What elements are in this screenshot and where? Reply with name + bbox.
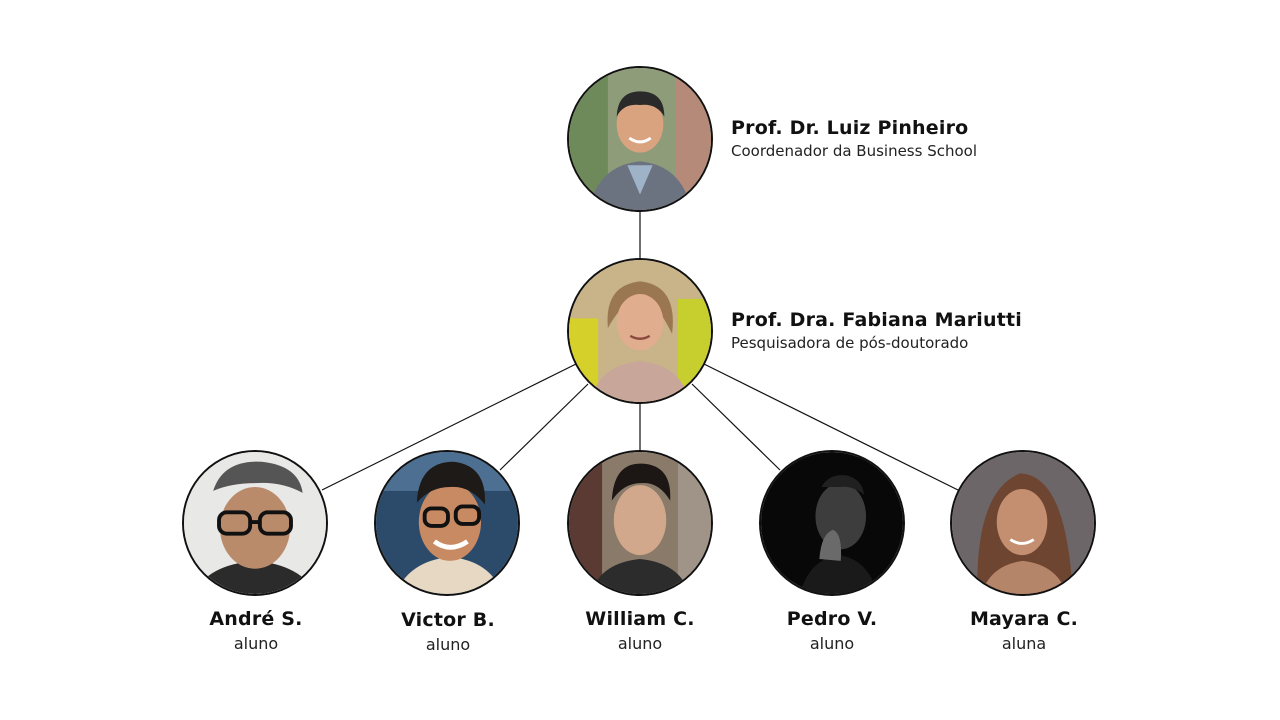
student-info-andre: André S. aluno <box>176 608 336 653</box>
coordinator-photo <box>567 66 713 212</box>
researcher-name: Prof. Dra. Fabiana Mariutti <box>731 309 1023 331</box>
student-photo-andre <box>182 450 328 596</box>
student-info-pedro: Pedro V. aluno <box>752 608 912 653</box>
student-name-andre: André S. <box>209 608 303 630</box>
student-name-pedro: Pedro V. <box>786 608 878 630</box>
connector-researcher-pedro <box>691 383 781 471</box>
researcher-photo <box>567 258 713 404</box>
student-photo-mayara <box>950 450 1096 596</box>
student-photo-william <box>567 450 713 596</box>
student-name-mayara: Mayara C. <box>969 608 1079 630</box>
student-role-pedro: aluno <box>809 634 855 653</box>
coordinator-role: Coordenador da Business School <box>731 142 978 160</box>
student-name-victor: Victor B. <box>401 609 495 631</box>
student-name-william: William C. <box>585 608 695 630</box>
coordinator-info: Prof. Dr. Luiz Pinheiro Coordenador da B… <box>731 117 977 160</box>
student-photo-victor <box>374 450 520 596</box>
researcher-role: Pesquisadora de pós-doutorado <box>731 334 969 352</box>
student-photo-pedro <box>759 450 905 596</box>
connector-researcher-andre <box>321 363 577 491</box>
researcher-info: Prof. Dra. Fabiana Mariutti Pesquisadora… <box>731 309 1022 352</box>
student-role-andre: aluno <box>233 634 279 653</box>
connector-researcher-victor <box>499 383 589 471</box>
student-info-william: William C. aluno <box>560 608 720 653</box>
student-role-victor: aluno <box>425 635 471 654</box>
student-info-victor: Victor B. aluno <box>368 609 528 654</box>
student-role-william: aluno <box>617 634 663 653</box>
student-info-mayara: Mayara C. aluna <box>944 608 1104 653</box>
student-role-mayara: aluna <box>1001 634 1047 653</box>
coordinator-name: Prof. Dr. Luiz Pinheiro <box>731 117 969 139</box>
connector-researcher-mayara <box>703 363 959 491</box>
